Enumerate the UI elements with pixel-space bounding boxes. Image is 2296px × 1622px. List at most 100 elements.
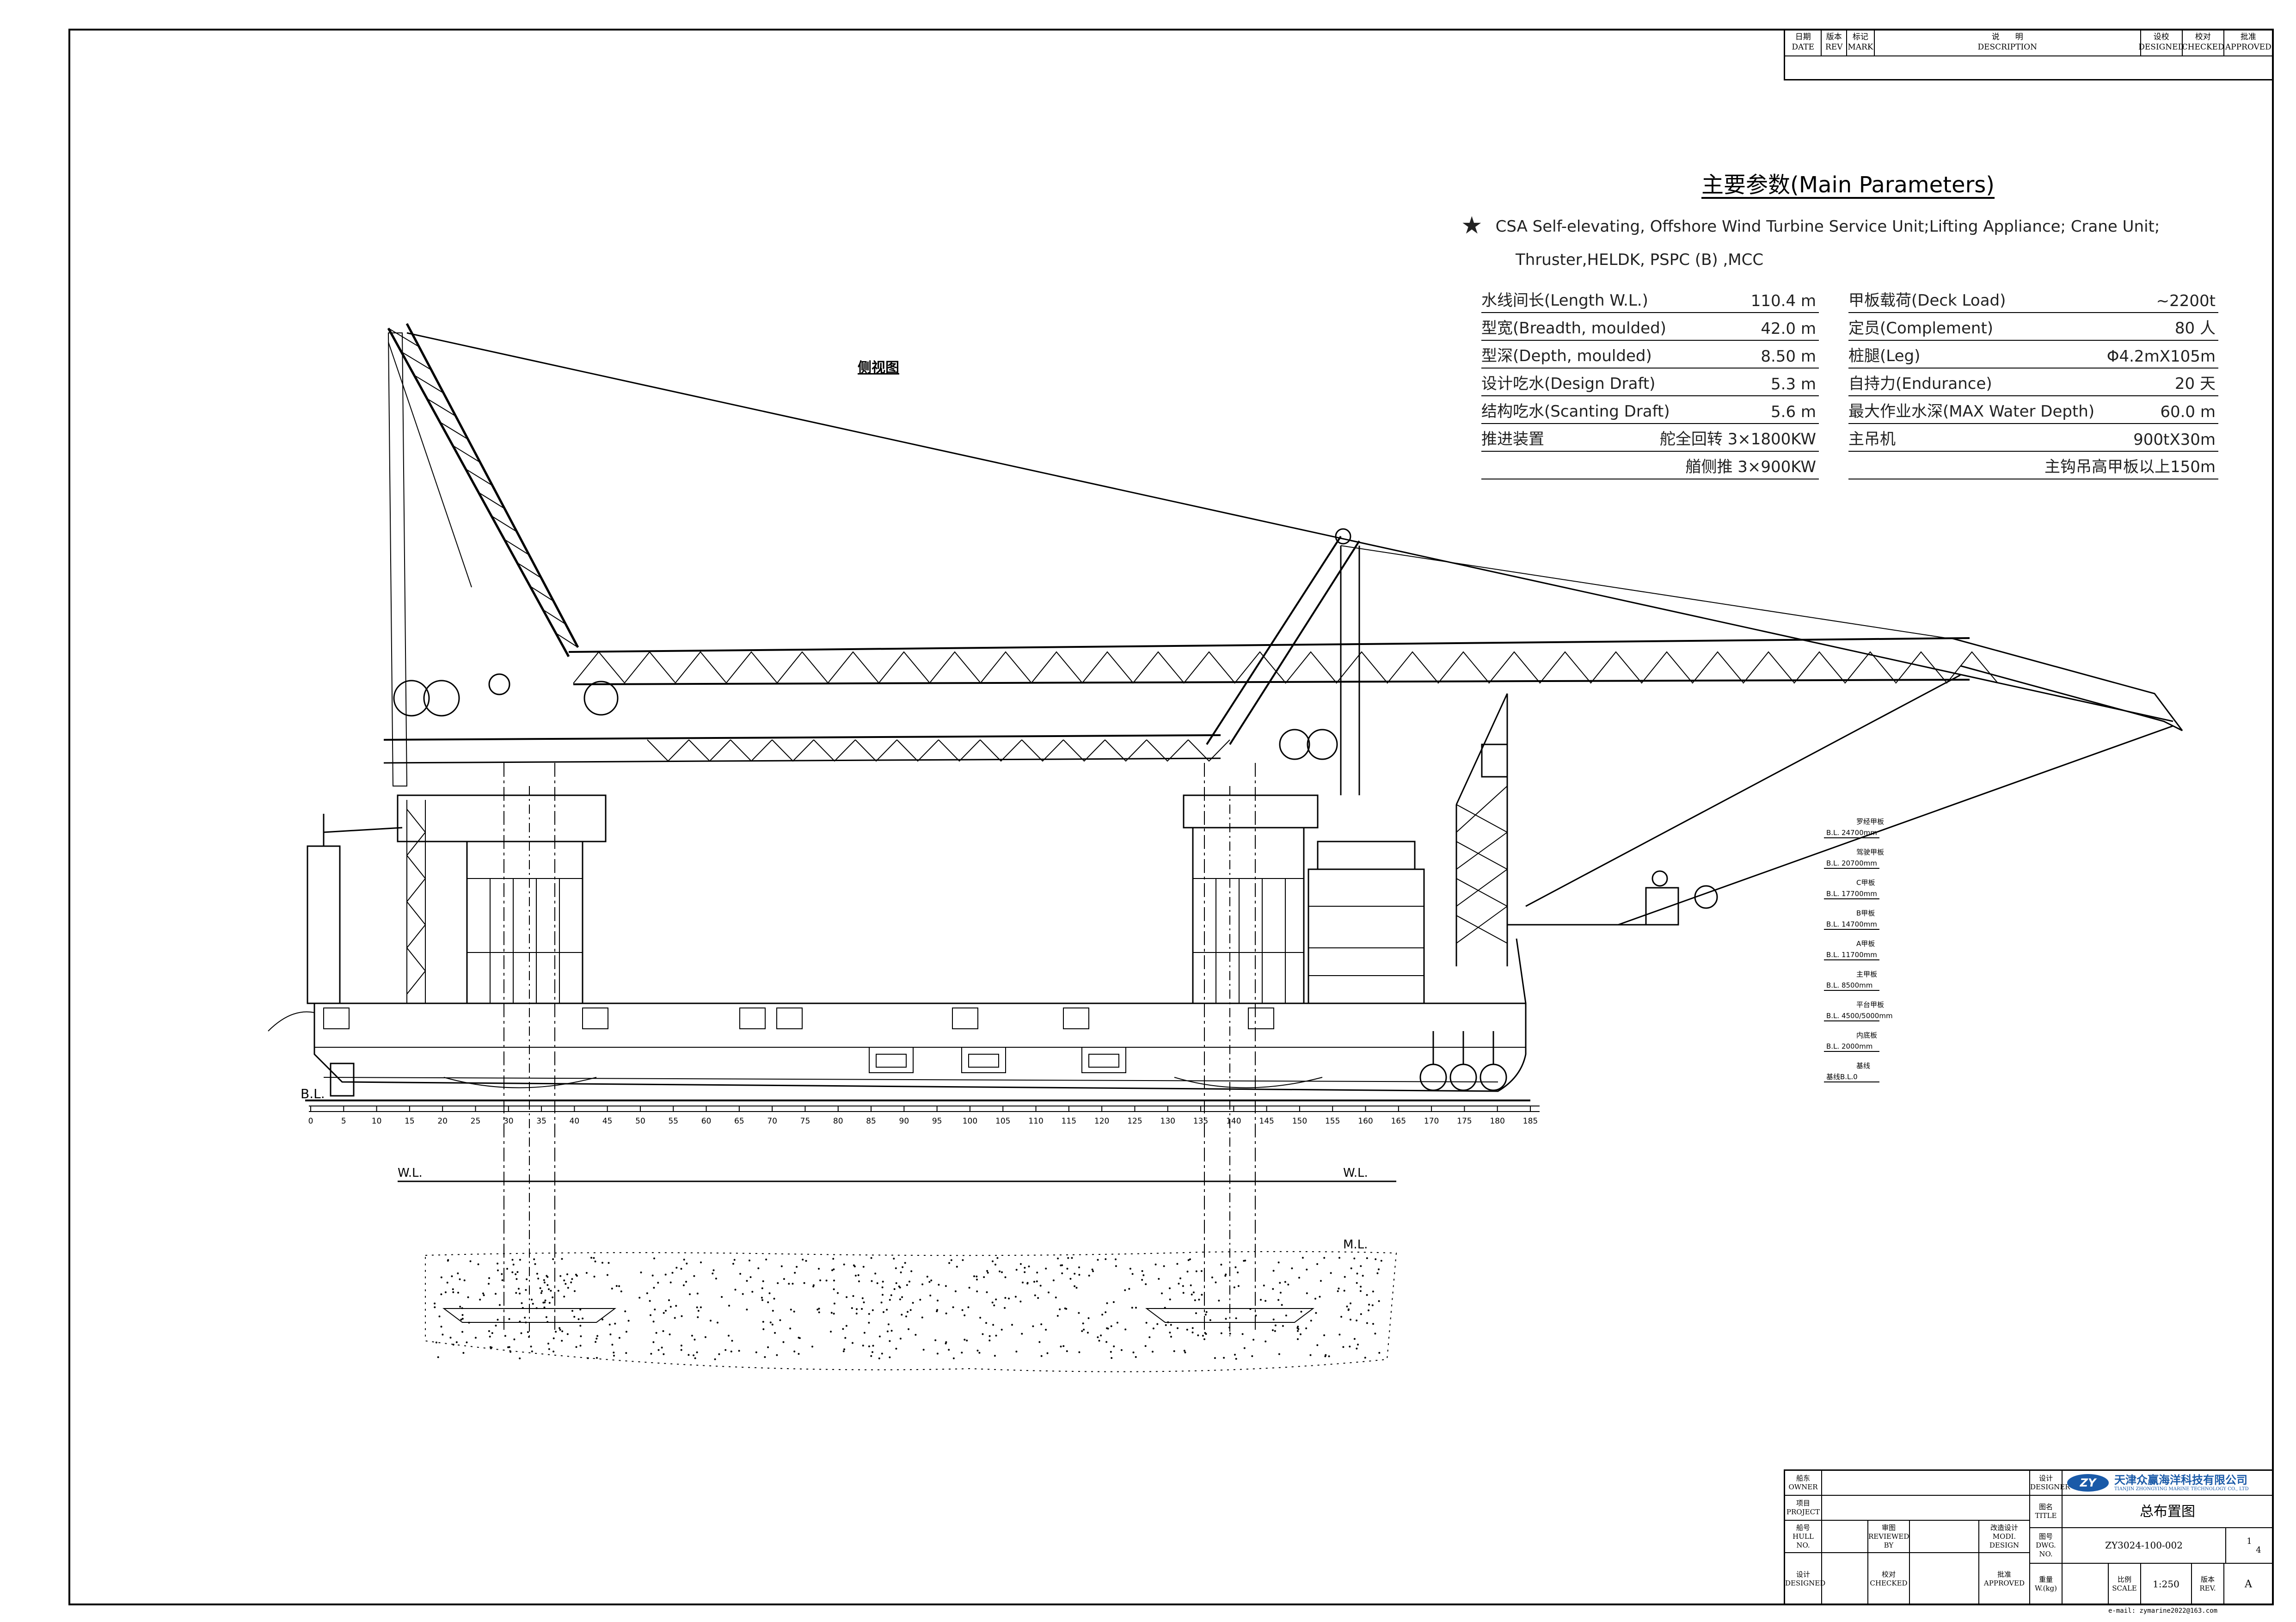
param-row: 最大作业水深(MAX Water Depth)60.0 m — [1848, 399, 2218, 424]
tb-scale-value: 1:250 — [2141, 1564, 2192, 1605]
param-label: 推进装置 — [1481, 430, 1544, 449]
deck-level: A甲板 B.L. 11700mm — [1824, 940, 1879, 960]
param-value: 42.0 m — [1761, 319, 1816, 338]
param-label: 型宽(Breadth, moulded) — [1481, 319, 1666, 338]
company-logo-icon: ZY — [2067, 1474, 2109, 1492]
stern-crane — [268, 814, 403, 1097]
frame-tick-label: 35 — [536, 1117, 546, 1126]
frame-tick-label: 40 — [570, 1117, 580, 1126]
tb-reviewed-value — [1910, 1521, 1979, 1553]
svg-text:B.L. 4500/5000mm: B.L. 4500/5000mm — [1826, 1012, 1893, 1020]
seabed: M.L. — [425, 1238, 1397, 1372]
param-row: 主钩吊高甲板以上150m — [1848, 455, 2218, 479]
deck-level: 罗经甲板 B.L. 24700mm — [1824, 817, 1884, 838]
svg-text:B.L. 11700mm: B.L. 11700mm — [1826, 951, 1877, 959]
param-label: 甲板载荷(Deck Load) — [1848, 291, 2006, 310]
company-name-en: TIANJIN ZHONGYING MARINE TECHNOLOGY CO.,… — [2114, 1487, 2249, 1492]
class-notation: ★CSA Self-elevating, Offshore Wind Turbi… — [1461, 212, 2160, 269]
svg-text:平台甲板: 平台甲板 — [1856, 1001, 1884, 1009]
svg-text:B.L. 17700mm: B.L. 17700mm — [1826, 890, 1877, 898]
param-value: 5.3 m — [1771, 375, 1816, 393]
drawing-frame — [68, 29, 2274, 1605]
tb-company: ZY 天津众赢海洋科技有限公司 TIANJIN ZHONGYING MARINE… — [2063, 1471, 2272, 1496]
tb-drawing-no: ZY3024-100-002 — [2063, 1528, 2226, 1564]
param-label: 最大作业水深(MAX Water Depth) — [1848, 402, 2095, 421]
svg-text:B.L. 8500mm: B.L. 8500mm — [1826, 981, 1872, 989]
frame-tick-label: 185 — [1523, 1117, 1538, 1126]
param-value: 5.6 m — [1771, 403, 1816, 421]
leg-fwd — [1145, 763, 1314, 1336]
stern-lattice — [406, 800, 426, 1003]
ml-label: M.L. — [1343, 1238, 1368, 1252]
svg-text:A甲板: A甲板 — [1856, 940, 1875, 948]
frame-tick-label: 140 — [1226, 1117, 1241, 1126]
svg-text:主甲板: 主甲板 — [1856, 970, 1877, 978]
frame-tick-label: 50 — [635, 1117, 645, 1126]
params-title: 主要参数(Main Parameters) — [1701, 172, 1995, 198]
leg-aft — [442, 763, 616, 1336]
tb-drawing-title: 总布置图 — [2063, 1496, 2272, 1528]
frame-tick-label: 100 — [963, 1117, 977, 1126]
param-row: 艏侧推 3×900KW — [1481, 455, 1819, 479]
param-label: 设计吃水(Design Draft) — [1481, 375, 1656, 393]
frame-tick-label: 180 — [1490, 1117, 1504, 1126]
thrusters — [1419, 1031, 1507, 1091]
frame-tick-label: 110 — [1028, 1117, 1043, 1126]
tb-project-value — [1822, 1496, 2030, 1521]
frame-tick-label: 80 — [833, 1117, 843, 1126]
frame-tick-label: 10 — [372, 1117, 382, 1126]
param-label: 水线间长(Length W.L.) — [1481, 291, 1648, 310]
param-value: 900tX30m — [2133, 430, 2216, 449]
param-value: 20 天 — [2174, 375, 2216, 393]
frame-tick-label: 30 — [503, 1117, 514, 1126]
accommodation-block — [1308, 841, 1425, 1004]
frame-tick-label: 95 — [932, 1117, 942, 1126]
svg-text:B甲板: B甲板 — [1856, 909, 1875, 917]
param-label: 结构吃水(Scanting Draft) — [1481, 402, 1670, 421]
param-row: 结构吃水(Scanting Draft) 5.6 m — [1481, 399, 1819, 424]
tb-checked-value — [1910, 1553, 1979, 1605]
param-row: 推进装置舵全回转 3×1800KW — [1481, 427, 1819, 452]
svg-text:罗经甲板: 罗经甲板 — [1856, 817, 1884, 826]
frame-tick-label: 120 — [1094, 1117, 1109, 1126]
svg-text:C甲板: C甲板 — [1856, 879, 1875, 887]
frame-tick-label: 70 — [767, 1117, 777, 1126]
frame-tick-label: 125 — [1127, 1117, 1142, 1126]
frame-tick-label: 90 — [899, 1117, 909, 1126]
svg-text:驾驶甲板: 驾驶甲板 — [1856, 848, 1884, 856]
param-value: ~2200t — [2156, 292, 2216, 310]
param-row: 桩腿(Leg)Φ4.2mX105m — [1848, 344, 2218, 369]
frame-tick-label: 85 — [866, 1117, 876, 1126]
hull: B.L. — [301, 1002, 1530, 1101]
company-name-cn: 天津众赢海洋科技有限公司 — [2114, 1473, 2247, 1487]
frame-tick-label: 135 — [1193, 1117, 1208, 1126]
svg-text:基线B.L.0: 基线B.L.0 — [1826, 1073, 1858, 1081]
bow-lattice-tower — [1455, 693, 1527, 1004]
star-icon: ★ — [1461, 212, 1483, 240]
frame-tick-label: 60 — [701, 1117, 712, 1126]
svg-text:B.L. 24700mm: B.L. 24700mm — [1826, 829, 1877, 837]
frame-tick-label: 65 — [734, 1117, 744, 1126]
frame-tick-label: 20 — [437, 1117, 448, 1126]
wl-label-left: W.L. — [398, 1166, 423, 1180]
